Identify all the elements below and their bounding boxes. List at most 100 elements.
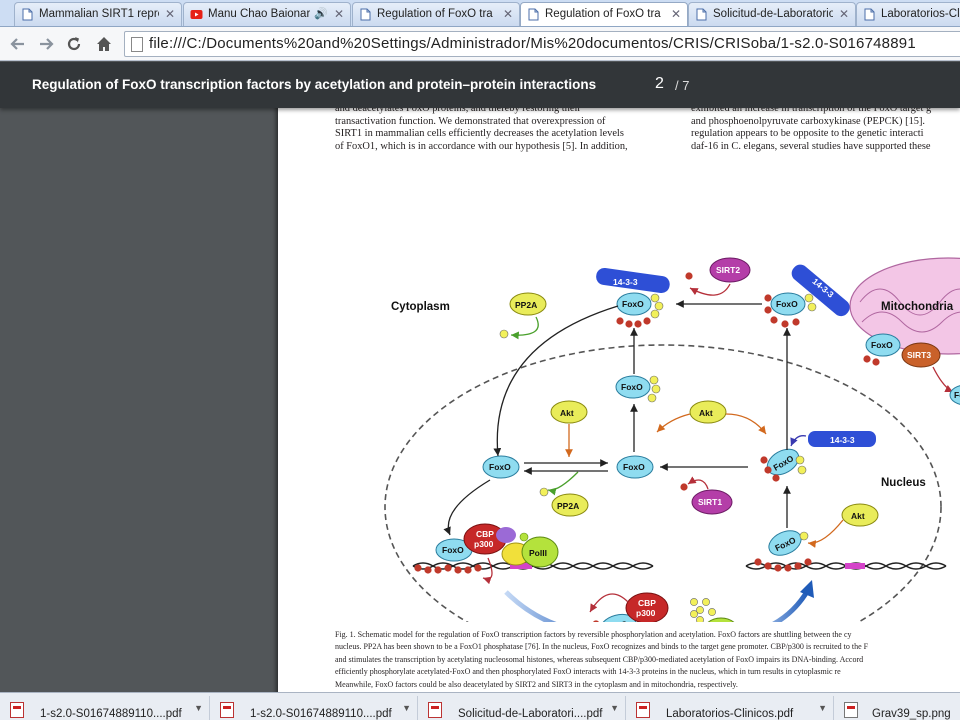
tab-mammalian-sirt1[interactable]: Mammalian SIRT1 repre ✕ — [14, 2, 182, 26]
download-item[interactable]: Laboratorios-Clinicos.pdf ▼ — [626, 696, 834, 720]
tab-title: Manu Chao Baionarena — [208, 8, 310, 20]
akt-node-center: Akt — [656, 400, 767, 435]
download-item[interactable]: 1-s2.0-S01674889110....pdf ▼ — [210, 696, 418, 720]
transcription-complex-bottom: FoxO CBP p300 PolII — [589, 592, 735, 622]
text-line: and phosphoenolpyruvate carboxykinase (P… — [691, 115, 926, 127]
browser-toolbar: file:///C:/Documents%20and%20Settings/Ad… — [0, 27, 960, 61]
foxo-1433-complex-right: 14-3-3 FoxO — [764, 264, 850, 328]
foxo-regulation-figure: Cytoplasm Mitochondria Nucleus 14-3-3 Fo… — [384, 257, 960, 622]
tab-title: Regulation of FoxO tra — [545, 8, 661, 20]
svg-text:p300: p300 — [636, 608, 656, 618]
akt-node-right: Akt — [807, 503, 879, 548]
svg-text:p300: p300 — [474, 539, 494, 549]
chevron-down-icon[interactable]: ▼ — [194, 703, 203, 713]
tab-title: Regulation of FoxO tra — [377, 8, 493, 20]
chevron-down-icon[interactable]: ▼ — [818, 703, 827, 713]
tab-laboratorios[interactable]: Laboratorios-Clinicos — [856, 2, 960, 26]
chevron-down-icon[interactable]: ▼ — [402, 703, 411, 713]
tab-title: Solicitud-de-Laboratorio — [713, 8, 833, 20]
back-button[interactable] — [6, 32, 30, 56]
protein-1433-nucleus: 14-3-3 — [790, 431, 876, 447]
svg-text:Akt: Akt — [851, 511, 865, 521]
close-icon[interactable]: ✕ — [670, 7, 681, 21]
caption-line: and stimulates the transcription by acet… — [335, 654, 864, 664]
chevron-down-icon[interactable]: ▼ — [610, 703, 619, 713]
svg-text:PP2A: PP2A — [515, 300, 537, 310]
svg-text:FoxO: FoxO — [442, 545, 464, 555]
svg-text:PP2A: PP2A — [557, 501, 579, 511]
document-icon — [696, 8, 707, 21]
download-item[interactable]: 1-s2.0-S01674889110....pdf ▼ — [0, 696, 210, 720]
download-item[interactable]: Solicitud-de-Laboratori....pdf ▼ — [418, 696, 626, 720]
pdf-viewer[interactable]: Regulation of FoxO transcription factors… — [0, 62, 960, 692]
download-filename[interactable]: Laboratorios-Clinicos.pdf — [666, 708, 794, 720]
tab-youtube[interactable]: Manu Chao Baionarena 🔊 ✕ — [183, 2, 351, 26]
transcription-arrow-left — [504, 590, 557, 622]
tab-solicitud[interactable]: Solicitud-de-Laboratorio ✕ — [688, 2, 856, 26]
pdf-document-title: Regulation of FoxO transcription factors… — [32, 77, 597, 92]
svg-text:14-3-3: 14-3-3 — [613, 277, 638, 287]
home-icon — [97, 37, 111, 51]
forward-arrow-icon — [40, 38, 54, 50]
foxo-1433-complex-left: 14-3-3 FoxO — [596, 267, 670, 328]
pdf-icon — [220, 702, 234, 718]
speaker-icon[interactable]: 🔊 — [314, 8, 328, 20]
document-icon — [864, 8, 875, 21]
document-icon — [528, 8, 539, 21]
svg-text:PolII: PolII — [529, 548, 547, 558]
text-line: SIRT1 in mammalian cells efficiently dec… — [335, 128, 624, 140]
foxo-cytoplasm-left: FoxO — [482, 455, 520, 479]
text-line: and deacetylates FoxO proteins, and ther… — [335, 103, 581, 114]
text-line: exhibited an increase in transcription o… — [691, 103, 932, 114]
foxo-nucleus-right: FoxO — [760, 448, 807, 482]
download-filename[interactable]: 1-s2.0-S01674889110....pdf — [250, 708, 392, 720]
close-icon[interactable]: ✕ — [838, 7, 849, 21]
mito-foxo-sirt3: FoxO SIRT3 FoxO — [863, 333, 960, 405]
youtube-icon — [190, 10, 203, 19]
svg-text:FoxO: FoxO — [954, 390, 960, 400]
close-icon[interactable]: ✕ — [502, 7, 513, 21]
text-line: transactivation function. We demonstrate… — [335, 115, 606, 127]
document-icon — [22, 8, 33, 21]
caption-line: nucleus. PP2A has been shown to be a Fox… — [335, 642, 869, 652]
url-text[interactable]: file:///C:/Documents%20and%20Settings/Ad… — [149, 35, 916, 52]
svg-text:Akt: Akt — [699, 408, 713, 418]
svg-text:Akt: Akt — [560, 408, 574, 418]
reload-button[interactable] — [62, 32, 86, 56]
download-filename[interactable]: Grav39_sp.png — [872, 708, 951, 720]
tab-title: Laboratorios-Clinicos — [881, 8, 960, 20]
text-column-left: and deacetylates FoxO proteins, and ther… — [335, 103, 628, 153]
reload-icon — [67, 37, 81, 51]
svg-text:SIRT1: SIRT1 — [698, 497, 722, 507]
svg-text:FoxO: FoxO — [489, 462, 511, 472]
forward-button[interactable] — [34, 32, 58, 56]
svg-text:FoxO: FoxO — [871, 340, 893, 350]
svg-text:14-3-3: 14-3-3 — [830, 435, 855, 445]
address-bar[interactable]: file:///C:/Documents%20and%20Settings/Ad… — [124, 31, 960, 57]
arrow-dephosphorylation — [493, 305, 619, 457]
download-filename[interactable]: 1-s2.0-S01674889110....pdf — [40, 708, 182, 720]
tab-regulation-foxo-active[interactable]: Regulation of FoxO tra ✕ — [520, 2, 688, 26]
akt-node-left: Akt — [550, 400, 588, 457]
close-icon[interactable]: ✕ — [333, 7, 344, 21]
download-item[interactable]: Grav39_sp.png — [834, 696, 960, 720]
text-line: of FoxO1, which is in accordance with ou… — [335, 140, 628, 152]
svg-text:FoxO: FoxO — [622, 299, 644, 309]
svg-text:FoxO: FoxO — [623, 462, 645, 472]
svg-text:CBP: CBP — [638, 598, 656, 608]
sirt1-node: SIRT1 — [680, 476, 733, 515]
current-page-number[interactable]: 2 — [655, 75, 664, 92]
svg-text:CBP: CBP — [476, 529, 494, 539]
nucleus-boundary — [384, 344, 942, 622]
svg-text:FoxO: FoxO — [776, 299, 798, 309]
download-filename[interactable]: Solicitud-de-Laboratori....pdf — [458, 708, 603, 720]
cytoplasm-label: Cytoplasm — [391, 301, 450, 313]
tab-regulation-foxo-1[interactable]: Regulation of FoxO tra ✕ — [352, 2, 520, 26]
caption-line: Meanwhile, FoxO factors could be also de… — [335, 679, 738, 689]
pdf-icon — [428, 702, 442, 718]
sirt2-node: SIRT2 — [685, 257, 751, 296]
pdf-toolbar: Regulation of FoxO transcription factors… — [0, 62, 960, 108]
home-button[interactable] — [92, 32, 116, 56]
total-pages: / 7 — [675, 78, 690, 93]
close-icon[interactable]: ✕ — [164, 7, 175, 21]
